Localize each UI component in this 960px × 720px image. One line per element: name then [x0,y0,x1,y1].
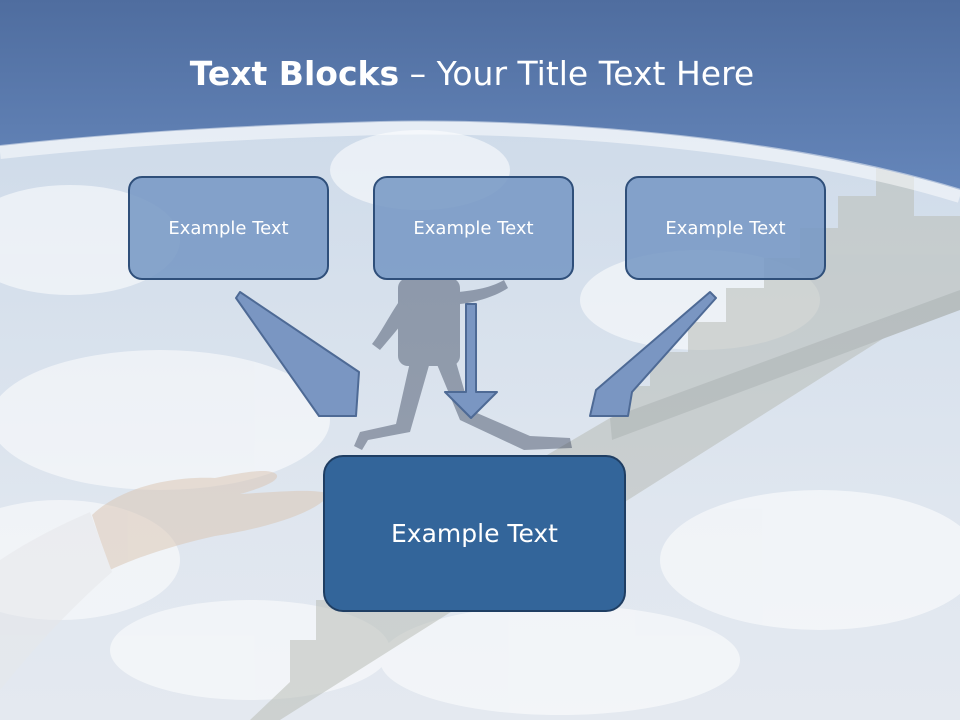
header-band [0,0,960,190]
box-label: Example Text [665,217,786,239]
example-text-box-3[interactable]: Example Text [625,176,826,280]
example-text-main-box[interactable]: Example Text [323,455,626,612]
arrow-right [589,291,717,417]
title-rest: Your Title Text Here [436,54,755,93]
title-bold: Text Blocks [189,54,400,93]
example-text-box-2[interactable]: Example Text [373,176,574,280]
box-label: Example Text [413,217,534,239]
box-label: Example Text [168,217,289,239]
main-box-label: Example Text [391,519,558,548]
arrow-left [235,291,360,417]
arrow-center [444,303,498,419]
example-text-box-1[interactable]: Example Text [128,176,329,280]
hand-illustration [0,471,330,690]
slide-title: Text Blocks – Your Title Text Here [0,52,944,96]
title-dash: – [399,54,437,93]
header-arc [0,120,960,203]
